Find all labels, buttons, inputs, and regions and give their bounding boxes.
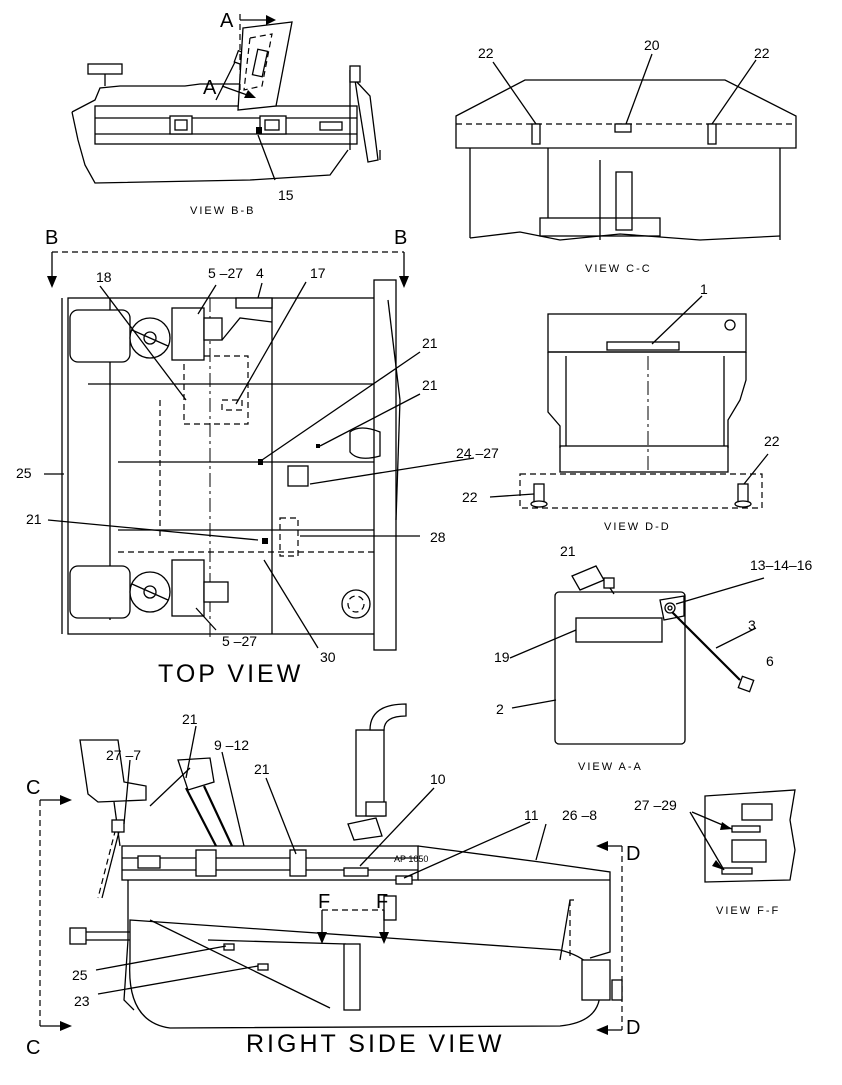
section-letter-d-bottom: D [626, 1017, 640, 1039]
callout-20: 20 [644, 37, 660, 53]
callout-21-side-b: 21 [254, 761, 270, 777]
section-letter-b-left: B [45, 227, 58, 249]
callout-5-27-bottom: 5 –27 [222, 633, 257, 649]
section-letter-b-right: B [394, 227, 407, 249]
view-aa-drawing [509, 565, 765, 745]
callout-19: 19 [494, 649, 510, 665]
callout-10: 10 [430, 771, 446, 787]
view-bb-caption: VIEW B-B [190, 205, 256, 217]
callout-21-top-c: 21 [26, 511, 42, 527]
callout-numbers: 15 22 20 22 18 5 –27 4 17 21 21 25 24 –2… [16, 37, 813, 1009]
view-cc-drawing [455, 53, 797, 241]
right-side-view-caption: RIGHT SIDE VIEW [246, 1030, 504, 1058]
right-side-view-drawing [39, 703, 623, 1035]
callout-22-dd-left: 22 [462, 489, 478, 505]
section-letter-d-top: D [626, 843, 640, 865]
view-dd-caption: VIEW D-D [604, 521, 671, 533]
view-cc-caption: VIEW C-C [585, 263, 652, 275]
callout-13-14-16: 13–14–16 [750, 557, 813, 573]
callout-24-27: 24 –27 [456, 445, 499, 461]
callout-17: 17 [310, 265, 326, 281]
view-ff-caption: VIEW F-F [716, 905, 780, 917]
view-aa-caption: VIEW A-A [578, 761, 643, 773]
callout-22-cc-left: 22 [478, 45, 494, 61]
callout-27-29: 27 –29 [634, 797, 677, 813]
model-decal-text: AP 1050 [394, 854, 428, 864]
callout-6: 6 [766, 653, 774, 669]
section-letter-c-bottom: C [26, 1037, 40, 1059]
section-letter-c-top: C [26, 777, 40, 799]
callout-21-top-b: 21 [422, 377, 438, 393]
callout-25-side: 25 [72, 967, 88, 983]
view-bb-drawing [71, 14, 381, 184]
callout-21-side-a: 21 [182, 711, 198, 727]
callout-15: 15 [278, 187, 294, 203]
callout-18: 18 [96, 269, 112, 285]
callout-27-7: 27 –7 [106, 747, 141, 763]
callout-22-cc-right: 22 [754, 45, 770, 61]
callout-22-dd-right: 22 [764, 433, 780, 449]
top-view-caption: TOP VIEW [158, 660, 303, 688]
callout-2: 2 [496, 701, 504, 717]
view-captions: VIEW B-B VIEW C-C VIEW D-D VIEW A-A VIEW… [158, 205, 780, 1058]
callout-4: 4 [256, 265, 264, 281]
view-ff-drawing [689, 789, 796, 883]
callout-5-27-top: 5 –27 [208, 265, 243, 281]
callout-23: 23 [74, 993, 90, 1009]
callout-26-8: 26 –8 [562, 807, 597, 823]
section-letters: A A B B C C D D F F [26, 10, 640, 1059]
section-letter-a-top: A [220, 10, 234, 32]
callout-1: 1 [700, 281, 708, 297]
section-letter-f-left: F [318, 891, 330, 913]
callout-9-12: 9 –12 [214, 737, 249, 753]
callout-28: 28 [430, 529, 446, 545]
section-letter-f-right: F [376, 891, 388, 913]
callout-11: 11 [524, 807, 539, 823]
callout-30: 30 [320, 649, 336, 665]
callout-21-aa: 21 [560, 543, 576, 559]
callout-21-top-a: 21 [422, 335, 438, 351]
callout-3: 3 [748, 617, 756, 633]
section-letter-a-bottom: A [203, 77, 217, 99]
view-dd-drawing [489, 295, 769, 509]
top-view-drawing [44, 251, 475, 651]
callout-25-top: 25 [16, 465, 32, 481]
